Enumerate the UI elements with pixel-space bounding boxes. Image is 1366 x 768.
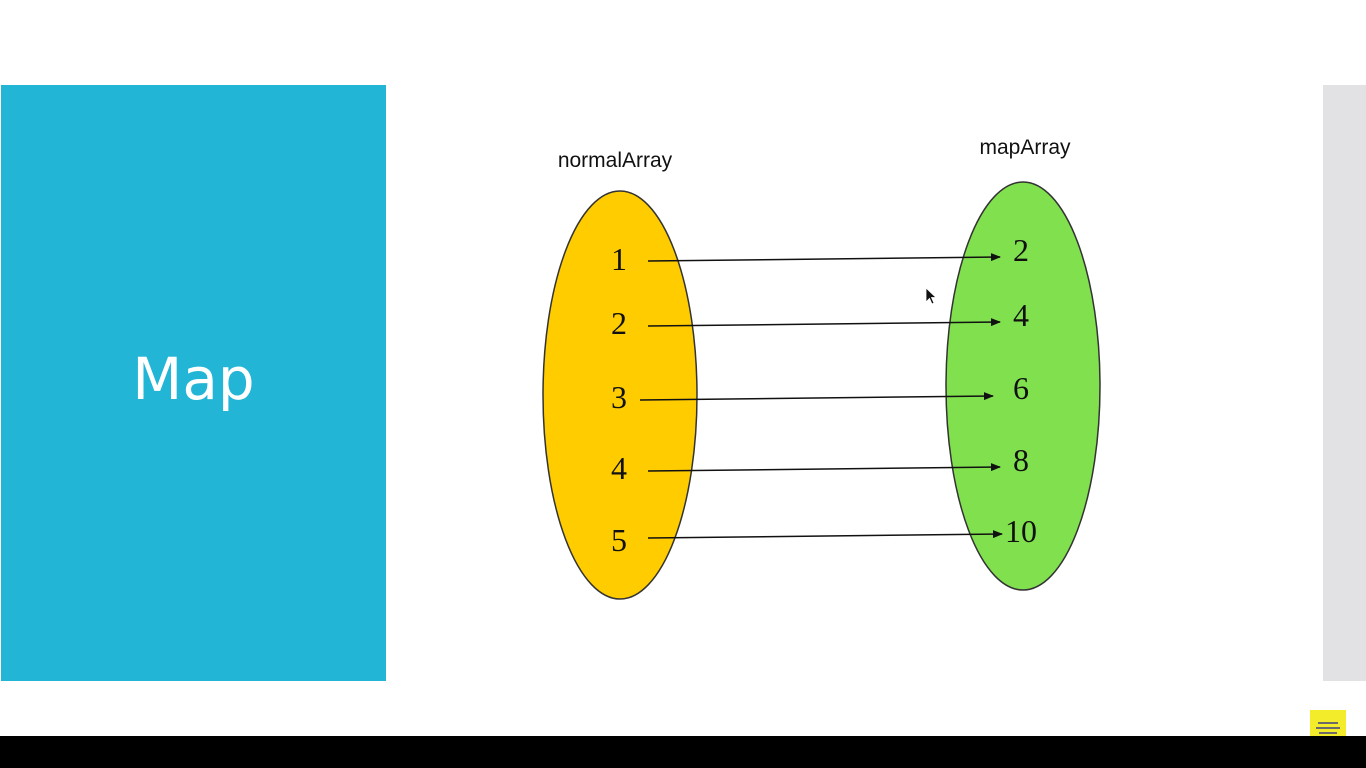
right-item-3: 6 (1013, 370, 1029, 406)
mapping-arrow-5 (647, 530, 1003, 539)
left-item-4: 4 (611, 450, 627, 486)
presentation-slide: Map normalArray mapArray 1 2 (1, 85, 1366, 681)
left-set-ellipse (542, 190, 698, 600)
left-item-2: 2 (611, 305, 627, 341)
video-letterbox-bar (0, 736, 1366, 768)
right-item-2: 4 (1013, 297, 1029, 333)
right-item-5: 10 (1005, 513, 1037, 549)
mapping-arrow-1 (647, 253, 1001, 262)
title-panel: Map (1, 85, 386, 681)
right-set-label: mapArray (979, 136, 1071, 159)
mouse-pointer-icon (925, 287, 938, 305)
left-item-5: 5 (611, 522, 627, 558)
mapping-diagram: normalArray mapArray 1 2 3 4 5 2 4 6 8 1… (542, 136, 1101, 600)
slide-title: Map (132, 345, 255, 413)
right-item-4: 8 (1013, 442, 1029, 478)
right-set-ellipse (945, 181, 1101, 591)
left-item-1: 1 (611, 241, 627, 277)
left-item-3: 3 (611, 379, 627, 415)
right-item-1: 2 (1013, 232, 1029, 268)
left-set-label: normalArray (558, 149, 673, 172)
next-slide-edge (1323, 85, 1366, 681)
mapping-arrow-3 (639, 392, 994, 401)
mapping-arrow-4 (647, 463, 1001, 472)
mapping-arrow-2 (647, 318, 1001, 327)
